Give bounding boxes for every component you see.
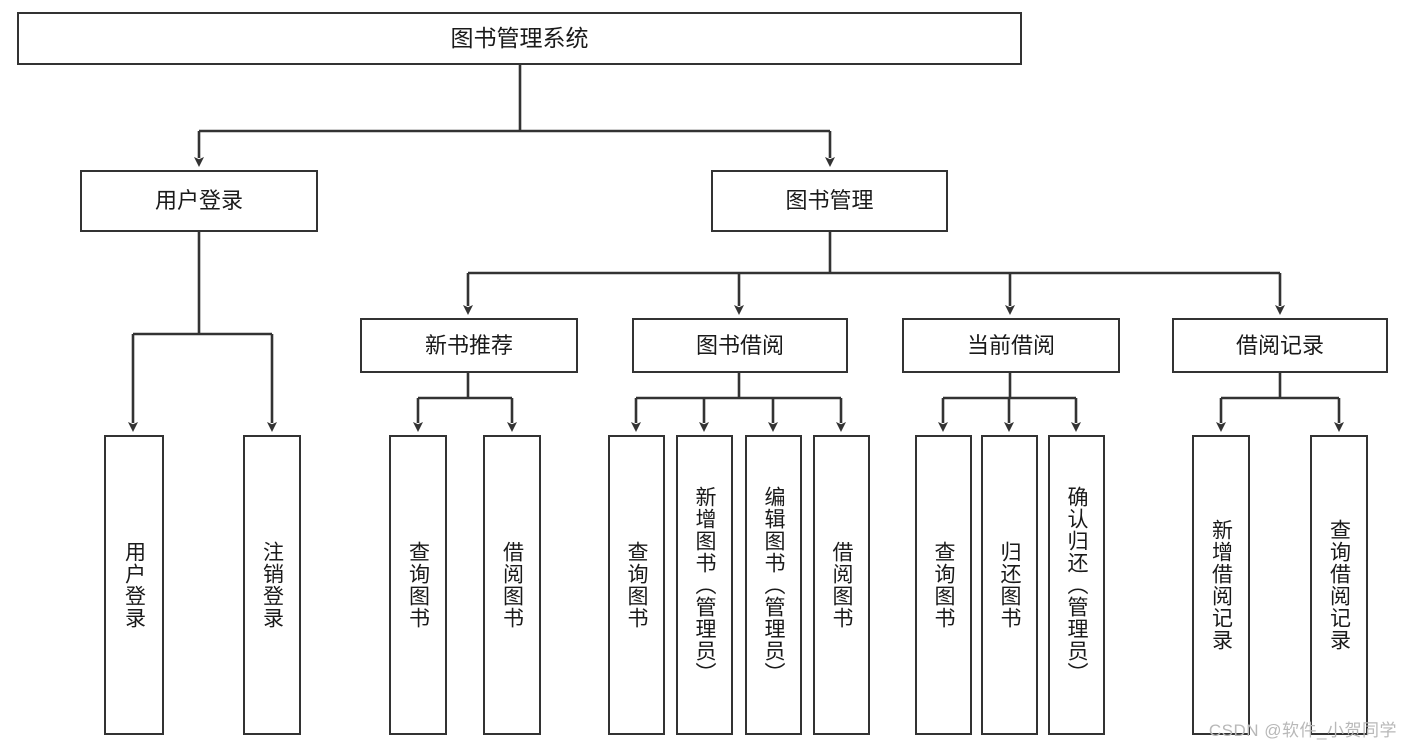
node-user-login[interactable]: 用户登录 [80, 170, 318, 232]
node-new-book-recommend[interactable]: 新书推荐 [360, 318, 578, 373]
node-leaf-confirm-return-admin[interactable]: 确认归还（管理员） [1048, 435, 1105, 735]
node-leaf-add-borrow-record[interactable]: 新增借阅记录 [1192, 435, 1250, 735]
node-leaf-add-book-admin[interactable]: 新增图书（管理员） [676, 435, 733, 735]
node-label: 编辑图书（管理员） [762, 486, 785, 684]
node-leaf-query-book-borrow[interactable]: 查询图书 [608, 435, 665, 735]
node-leaf-query-book-recommend[interactable]: 查询图书 [389, 435, 447, 735]
node-label: 借阅记录 [1235, 332, 1324, 358]
node-label: 新书推荐 [424, 332, 513, 358]
node-label: 查询图书 [932, 541, 955, 629]
node-leaf-query-borrow-record[interactable]: 查询借阅记录 [1310, 435, 1368, 735]
node-label: 查询借阅记录 [1327, 519, 1351, 651]
node-borrow-record[interactable]: 借阅记录 [1172, 318, 1388, 373]
node-book-management[interactable]: 图书管理 [711, 170, 948, 232]
node-label: 图书管理 [785, 188, 874, 214]
node-leaf-user-login[interactable]: 用户登录 [104, 435, 164, 735]
node-label: 当前借阅 [966, 332, 1055, 358]
node-label: 用户登录 [122, 541, 146, 629]
node-label: 借阅图书 [500, 541, 524, 629]
node-root-system[interactable]: 图书管理系统 [17, 12, 1022, 65]
node-label: 图书借阅 [695, 332, 784, 358]
node-label: 新增图书（管理员） [693, 486, 716, 684]
node-label: 查询图书 [625, 541, 648, 629]
node-leaf-borrow-book[interactable]: 借阅图书 [813, 435, 870, 735]
node-label: 借阅图书 [830, 541, 853, 629]
node-label: 确认归还（管理员） [1065, 486, 1088, 684]
node-leaf-return-book[interactable]: 归还图书 [981, 435, 1038, 735]
node-label: 新增借阅记录 [1209, 519, 1233, 651]
node-label: 注销登录 [260, 541, 284, 629]
node-label: 归还图书 [998, 541, 1021, 629]
node-leaf-query-book-current[interactable]: 查询图书 [915, 435, 972, 735]
watermark-text: CSDN @软件_小贺同学 [1208, 721, 1397, 740]
node-label: 用户登录 [154, 188, 243, 214]
node-label: 图书管理系统 [450, 24, 589, 51]
node-book-borrow[interactable]: 图书借阅 [632, 318, 848, 373]
node-leaf-user-logout[interactable]: 注销登录 [243, 435, 301, 735]
node-leaf-edit-book-admin[interactable]: 编辑图书（管理员） [745, 435, 802, 735]
node-current-borrow[interactable]: 当前借阅 [902, 318, 1120, 373]
node-label: 查询图书 [406, 541, 430, 629]
node-leaf-borrow-book-recommend[interactable]: 借阅图书 [483, 435, 541, 735]
